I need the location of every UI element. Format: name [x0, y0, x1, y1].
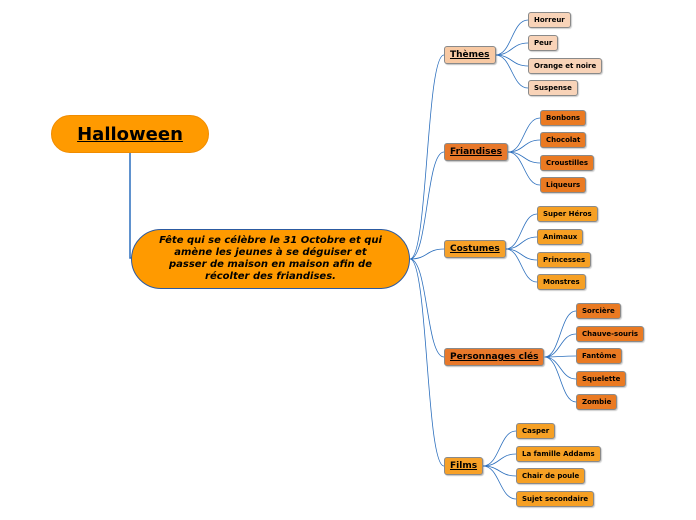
- branch-node-costumes[interactable]: Costumes: [444, 240, 506, 258]
- leaf-node-fant-me[interactable]: Fantôme: [576, 348, 623, 364]
- leaf-node-monstres[interactable]: Monstres: [537, 274, 586, 290]
- link-branch-2-to-leaf-2: [505, 248, 538, 261]
- link-branch-3-to-leaf-4: [544, 356, 577, 403]
- leaf-node-chocolat[interactable]: Chocolat: [540, 132, 587, 148]
- branch-node-personnages-cl-s[interactable]: Personnages clés: [444, 348, 545, 366]
- link-description-to-branch-0: [409, 54, 445, 260]
- link-branch-3-to-leaf-0: [544, 310, 577, 358]
- link-branch-2-to-leaf-0: [505, 213, 538, 250]
- link-description-to-branch-4: [409, 258, 445, 467]
- link-branch-1-to-leaf-2: [507, 151, 541, 164]
- leaf-node-peur[interactable]: Peur: [528, 35, 559, 51]
- leaf-node-chair-de-poule[interactable]: Chair de poule: [516, 468, 586, 484]
- leaf-node-chauve-souris[interactable]: Chauve-souris: [576, 326, 645, 342]
- leaf-node-suspense[interactable]: Suspense: [528, 80, 578, 96]
- leaf-node-super-h-ros[interactable]: Super Héros: [537, 206, 598, 222]
- leaf-node-zombie[interactable]: Zombie: [576, 394, 618, 410]
- link-description-to-branch-3: [409, 258, 445, 358]
- root-node[interactable]: Halloween: [51, 115, 209, 153]
- leaf-node-liqueurs[interactable]: Liqueurs: [540, 177, 587, 193]
- link-branch-0-to-leaf-3: [495, 54, 529, 89]
- leaf-node-bonbons[interactable]: Bonbons: [540, 110, 587, 126]
- leaf-node-princesses[interactable]: Princesses: [537, 252, 592, 268]
- leaf-node-orange-et-noire[interactable]: Orange et noire: [528, 58, 603, 74]
- link-branch-2-to-leaf-3: [505, 248, 538, 283]
- link-branch-2-to-leaf-1: [505, 236, 538, 250]
- link-branch-4-to-leaf-0: [483, 430, 517, 467]
- link-description-to-branch-2: [409, 248, 445, 260]
- link-branch-3-to-leaf-3: [544, 356, 577, 380]
- leaf-node-sorci-re[interactable]: Sorcière: [576, 303, 621, 319]
- branch-node-friandises[interactable]: Friandises: [444, 143, 508, 161]
- leaf-node-sujet-secondaire[interactable]: Sujet secondaire: [516, 491, 595, 507]
- link-branch-1-to-leaf-1: [507, 139, 541, 153]
- link-branch-4-to-leaf-3: [483, 465, 517, 500]
- link-branch-0-to-leaf-2: [495, 54, 529, 67]
- root-to-description-line: [129, 153, 134, 259]
- link-description-to-branch-1: [409, 151, 445, 260]
- leaf-node-animaux[interactable]: Animaux: [537, 229, 584, 245]
- link-branch-3-to-leaf-2: [544, 355, 577, 358]
- link-branch-0-to-leaf-0: [495, 19, 529, 56]
- branch-node-th-mes[interactable]: Thèmes: [444, 46, 496, 64]
- link-branch-1-to-leaf-0: [507, 117, 541, 153]
- link-branch-0-to-leaf-1: [495, 42, 529, 56]
- leaf-node-horreur[interactable]: Horreur: [528, 12, 571, 28]
- branch-node-films[interactable]: Films: [444, 457, 484, 475]
- leaf-node-squelette[interactable]: Squelette: [576, 371, 627, 387]
- description-node[interactable]: Fête qui se célèbre le 31 Octobre et qui…: [131, 229, 410, 289]
- leaf-node-casper[interactable]: Casper: [516, 423, 556, 439]
- leaf-node-croustilles[interactable]: Croustilles: [540, 155, 595, 171]
- leaf-node-la-famille-addams[interactable]: La famille Addams: [516, 446, 601, 462]
- link-branch-1-to-leaf-3: [507, 151, 541, 186]
- link-branch-4-to-leaf-1: [483, 453, 517, 467]
- link-branch-3-to-leaf-1: [544, 333, 577, 358]
